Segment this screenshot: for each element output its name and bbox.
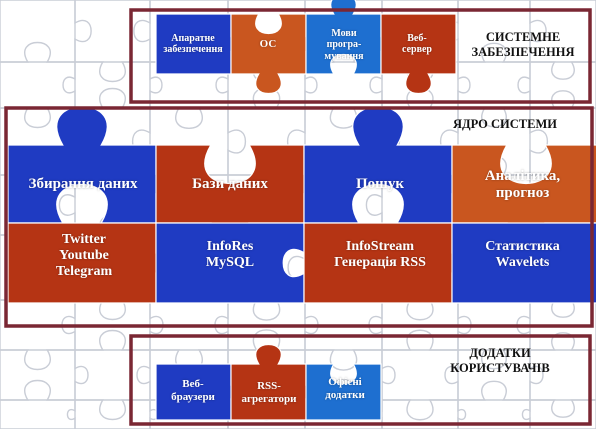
apps-piece-browsers: Веб- браузери	[171, 378, 215, 403]
core-piece-infores: InfoRes MySQL	[205, 238, 255, 270]
system-software-title: СИСТЕМНЕ ЗАБЕЗПЕЧЕННЯ	[471, 30, 575, 59]
system-piece-web-server: Веб- сервер	[402, 32, 432, 56]
puzzle-piece	[380, 13, 457, 95]
user-apps-title: ДОДАТКИ КОРИСТУВАЧІВ	[450, 346, 550, 375]
empty-puzzle-piece	[529, 399, 596, 429]
core-piece-analytics: Аналітика, прогноз	[484, 167, 561, 201]
system-piece-os: ОС	[259, 37, 277, 50]
core-piece-databases: Бази даних	[192, 176, 268, 193]
core-title: ЯДРО СИСТЕМИ	[452, 117, 557, 131]
core-piece-search: Пошук	[356, 176, 404, 193]
puzzle-piece	[451, 222, 596, 304]
system-software-frame	[129, 8, 592, 104]
apps-piece-office: Офісні додатки	[325, 376, 365, 401]
puzzle-piece	[305, 363, 382, 421]
user-apps-frame	[129, 334, 592, 426]
puzzle-piece	[155, 222, 305, 304]
system-piece-languages: Мови програ- мування	[324, 27, 364, 62]
core-piece-data-collection: Збирання даних	[28, 176, 138, 193]
empty-puzzle-piece	[529, 0, 596, 63]
empty-puzzle-piece	[529, 61, 596, 109]
core-piece-infostream: InfoStream Генерація RSS	[334, 238, 426, 270]
empty-puzzle-piece	[529, 332, 596, 401]
core-frame	[4, 106, 594, 328]
core-piece-social-sources: Twitter Youtube Telegram	[55, 231, 113, 280]
system-piece-hardware: Апаратне забезпечення	[163, 32, 223, 56]
core-piece-statistics: Статистика Wavelets	[485, 238, 560, 270]
apps-piece-rss-aggregators: RSS- агрегатори	[241, 380, 297, 405]
